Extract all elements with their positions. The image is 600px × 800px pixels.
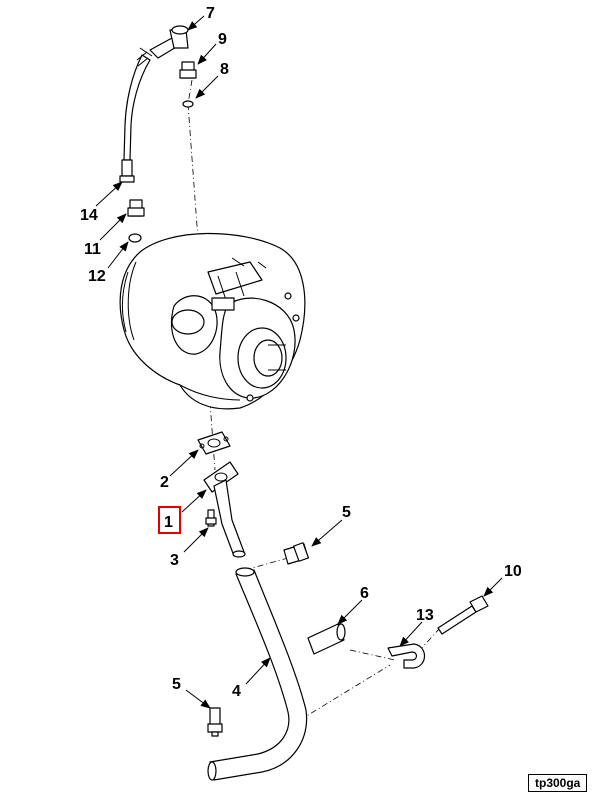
straight-fitting-lower	[207, 707, 223, 737]
drain-hose	[207, 567, 308, 781]
callout-8: 8	[220, 61, 229, 78]
callout-9: 9	[218, 31, 227, 48]
callout-6: 6	[360, 585, 369, 602]
callout-11: 11	[84, 241, 101, 258]
callout-3: 3	[170, 552, 179, 569]
cap-screw-3	[205, 509, 217, 527]
figure-reference: tp300ga	[528, 774, 588, 792]
o-ring-8	[182, 100, 194, 108]
callout-5-lower: 5	[172, 676, 181, 693]
callout-14: 14	[80, 207, 98, 224]
callout-5-upper: 5	[342, 504, 351, 521]
callout-7: 7	[206, 5, 215, 22]
elbow-fitting	[149, 25, 189, 59]
leader-arrows	[95, 15, 503, 709]
callout-2: 2	[160, 474, 169, 491]
highlight-box	[158, 506, 181, 534]
oil-drain-tube	[203, 461, 246, 558]
callout-1: 1	[164, 514, 173, 531]
adapter-fitting	[179, 61, 197, 79]
callout-10: 10	[504, 563, 522, 580]
oil-supply-line	[119, 47, 153, 183]
callout-4: 4	[232, 683, 241, 700]
callout-12: 12	[88, 268, 106, 285]
turbocharger	[119, 232, 306, 410]
spacer-tube	[307, 623, 346, 655]
straight-fitting-upper	[283, 542, 310, 565]
connector-fitting	[127, 199, 145, 217]
callout-labels: 7 9 8 14 11 12 2 1 3 5 10 6 13 4 5	[80, 5, 522, 700]
p-clamp	[387, 643, 426, 669]
gasket	[197, 431, 231, 455]
bolt-10	[437, 595, 489, 635]
callout-13: 13	[416, 607, 434, 624]
sealing-ring-12	[128, 233, 142, 243]
